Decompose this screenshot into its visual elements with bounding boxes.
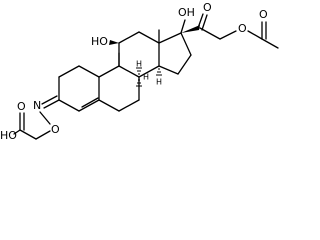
- ring-c-bonds: [118, 31, 160, 78]
- h-9-hash: [136, 79, 142, 87]
- steroid-structure-diagram: HO OH O O O H H H N O O HO: [0, 1, 279, 142]
- h-8-label: H: [136, 60, 142, 69]
- oxime-nitrogen-label: N: [33, 99, 41, 112]
- c20-o-ketone-bond: [197, 13, 204, 29]
- c21-o-bond: [219, 30, 237, 40]
- side-chain-wedge: [181, 25, 200, 33]
- h-9-label: H: [143, 73, 149, 82]
- oh-17-bond: [180, 19, 186, 34]
- o-ch2-bond: [35, 130, 51, 140]
- ch2-cooh-bond: [19, 129, 37, 140]
- oh-11-wedge: [109, 40, 119, 45]
- h-8-hash: [136, 67, 142, 75]
- ring-d-bonds: [158, 32, 192, 75]
- oh-17-label: OH: [178, 6, 195, 19]
- ketone-oxygen-label: O: [203, 1, 212, 14]
- acid-hydroxyl-label: HO: [0, 129, 17, 142]
- n-o-bond: [39, 111, 51, 125]
- c20-o-ketone-bond-2: [201, 14, 208, 31]
- acid-oxygen-label: O: [17, 100, 26, 113]
- ester-oxygen-label: O: [238, 22, 247, 35]
- c3-n-bond-2: [41, 95, 58, 105]
- ring-a-bonds: [58, 65, 100, 112]
- c20-c21-bond: [199, 27, 221, 40]
- acetyl-methyl-bond: [261, 38, 279, 49]
- h-14-hash: [156, 68, 162, 76]
- ring-b-bonds: [98, 65, 140, 112]
- oxime-oxygen-label: O: [51, 123, 60, 136]
- acetyl-oxygen-label: O: [259, 8, 268, 21]
- oh-11-label: HO: [91, 35, 108, 48]
- acid-hydroxyl-bond: [13, 129, 21, 135]
- c3-n-bond: [43, 99, 60, 109]
- o-acetyl-carbon-bond: [247, 30, 263, 40]
- h-14-label: H: [156, 78, 162, 87]
